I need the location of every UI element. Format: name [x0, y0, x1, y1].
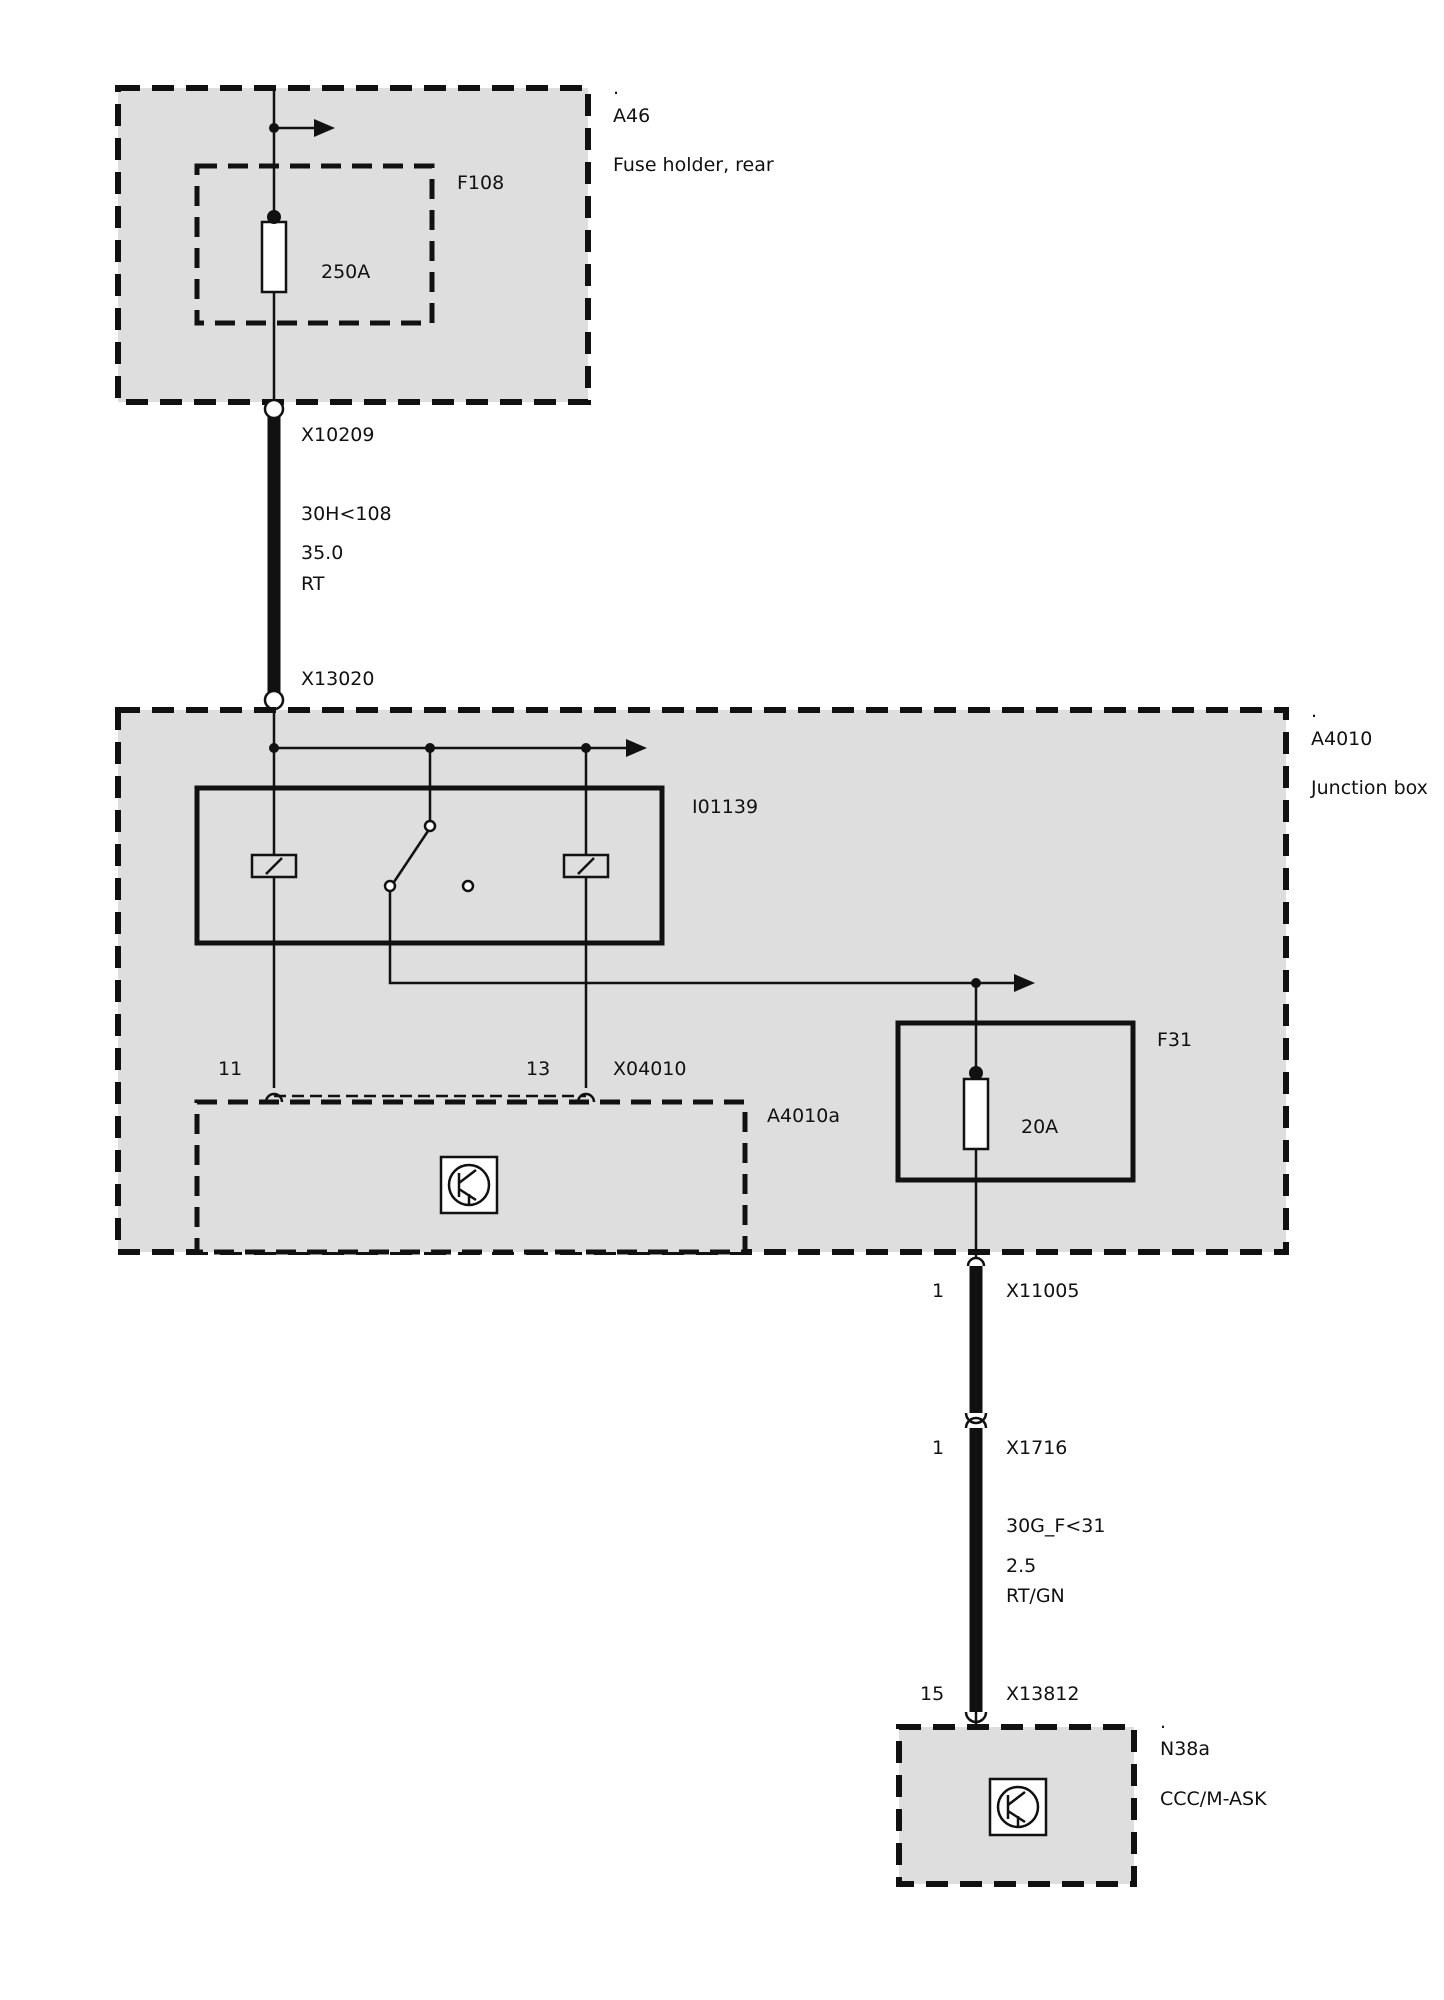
- connector-x10209-icon: [263, 398, 285, 420]
- wire-lower-circuit: 30G_F<31: [1006, 1515, 1105, 1537]
- n38a-description: CCC/M-ASK: [1160, 1788, 1267, 1810]
- switch-blade-icon: [392, 830, 430, 883]
- switch-contact-icon: [461, 879, 475, 893]
- fuse-icon: [962, 1077, 990, 1151]
- coil-mark: [577, 857, 595, 875]
- arrow-icon: [314, 119, 335, 137]
- connector-x1716-socket-icon: [964, 1412, 988, 1425]
- wire-lower-gauge: 2.5: [1006, 1555, 1036, 1577]
- fuse-f31-outline: [895, 1020, 1136, 1183]
- fuse-terminal-dot: [267, 210, 281, 224]
- fuse-icon: [260, 220, 288, 294]
- connector-x13020-label: X13020: [301, 668, 374, 690]
- pin-11-label: 11: [218, 1058, 242, 1080]
- wire-lower-color: RT/GN: [1006, 1585, 1065, 1607]
- a4010-id: A4010: [1311, 728, 1372, 750]
- wire-upper-gauge: 35.0: [301, 542, 343, 564]
- connector-x11005-icon: [966, 1256, 986, 1267]
- x1716-pin: 1: [932, 1437, 944, 1459]
- junction-box-a4010: [115, 707, 1289, 1258]
- a4010-marker: .: [1311, 700, 1317, 722]
- wire-switch-output: [388, 891, 972, 985]
- x11005-pin: 1: [932, 1280, 944, 1302]
- a46-description: Fuse holder, rear: [613, 154, 774, 176]
- a46-marker: .: [613, 77, 619, 99]
- pin-13-icon: [576, 1092, 596, 1103]
- connector-x04010-label: X04010: [613, 1058, 686, 1080]
- a4010-description: Junction box: [1310, 777, 1428, 799]
- switch-contact-icon: [383, 879, 397, 893]
- arrow-icon: [1014, 974, 1035, 992]
- x13812-pin: 15: [920, 1683, 944, 1705]
- wire-upper-color: RT: [301, 573, 325, 595]
- pin-11-icon: [264, 1092, 284, 1103]
- n38a-id: N38a: [1160, 1738, 1210, 1760]
- junction-dot: [269, 743, 279, 753]
- arrow-icon: [626, 739, 647, 757]
- relay-i01139-id: I01139: [692, 796, 758, 818]
- wire-upper-circuit: 30H<108: [301, 503, 392, 525]
- switch-contact-icon: [423, 819, 437, 833]
- connector-x1716-label: X1716: [1006, 1437, 1067, 1459]
- fuse-holder-a46: [115, 85, 591, 405]
- connector-x10209-label: X10209: [301, 424, 374, 446]
- connector-x13020-icon: [263, 689, 285, 711]
- transistor-module-icon: [988, 1777, 1048, 1837]
- connector-x13812-label: X13812: [1006, 1683, 1079, 1705]
- connector-x11005-label: X11005: [1006, 1280, 1079, 1302]
- connector-x1716-pin-icon: [964, 1416, 988, 1429]
- pin-13-label: 13: [526, 1058, 550, 1080]
- f108-id: F108: [457, 172, 504, 194]
- coil-mark: [265, 857, 283, 875]
- transistor-module-icon: [439, 1155, 499, 1215]
- n38a-marker: .: [1160, 1711, 1166, 1733]
- ccc-module-n38a: [896, 1724, 1137, 1887]
- wire-30g-f-31: [964, 1256, 988, 1727]
- fuse-f108-outline: [194, 163, 435, 326]
- a4010a-id: A4010a: [767, 1105, 840, 1127]
- f31-id: F31: [1157, 1029, 1192, 1051]
- fuse-terminal-dot: [969, 1066, 983, 1080]
- f108-rating: 250A: [321, 261, 370, 283]
- a46-id: A46: [613, 105, 650, 127]
- f31-rating: 20A: [1021, 1116, 1058, 1138]
